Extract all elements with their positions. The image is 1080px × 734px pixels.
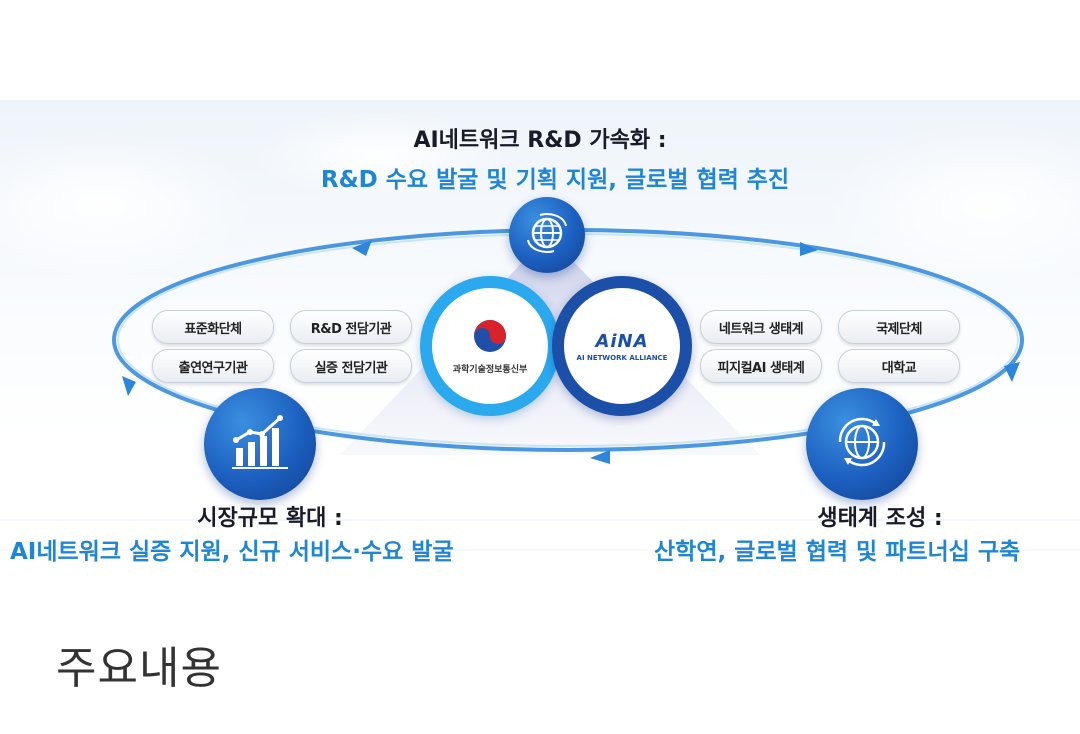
pill-physical-ai-ecosystem: 피지컬AI 생태계: [700, 349, 822, 383]
left-heading-title: 시장규모 확대 :: [197, 506, 343, 531]
pill-rnd-agency: R&D 전담기관: [290, 310, 412, 344]
msit-logo-text: 과학기술정보통신부: [452, 364, 528, 375]
pill-international-body: 국제단체: [838, 310, 960, 344]
orbit-arrow: [122, 376, 136, 396]
pill-university: 대학교: [838, 349, 960, 383]
korea-taeguk-logo-icon: [472, 318, 508, 358]
right-heading-title: 생태계 조성 :: [817, 506, 943, 531]
aina-ring: AiNA AI NETWORK ALLIANCE: [552, 276, 692, 416]
pill-network-ecosystem: 네트워크 생태계: [700, 310, 822, 344]
cloud-decoration: [0, 130, 260, 280]
top-heading-title: AI네트워크 R&D 가속화 :: [413, 128, 667, 153]
orbit-arrow: [352, 240, 372, 256]
top-heading-subtitle: R&D 수요 발굴 및 기획 지원, 글로벌 협력 추진: [320, 167, 790, 193]
cloud-decoration: [820, 120, 1080, 290]
orbit-arrow: [590, 450, 610, 464]
orbit-arrow: [1004, 362, 1020, 382]
bar-chart-growth-icon: [228, 412, 292, 476]
ecosystem-diagram: AI네트워크 R&D 가속화 : R&D 수요 발굴 및 기획 지원, 글로벌 …: [0, 100, 1080, 580]
pill-standardization-body: 표준화단체: [152, 310, 274, 344]
left-badge: [204, 388, 316, 500]
globe-network-icon: [524, 210, 570, 260]
orbit-arrow: [800, 242, 818, 256]
msit-ring: 과학기술정보통신부: [420, 276, 560, 416]
right-heading-subtitle: 산학연, 글로벌 협력 및 파트너십 구축: [654, 539, 1021, 565]
pill-research-institute: 출연연구기관: [152, 349, 274, 383]
cloud-decoration: [250, 110, 510, 200]
left-heading-subtitle: AI네트워크 실증 지원, 신규 서비스·수요 발굴: [10, 539, 454, 565]
right-badge: [806, 388, 918, 500]
globe-refresh-icon: [830, 410, 894, 478]
aina-logo-text: AiNA: [595, 330, 649, 352]
top-badge: [509, 197, 585, 273]
aina-tagline: AI NETWORK ALLIANCE: [576, 353, 668, 362]
pill-demonstration-agency: 실증 전담기관: [290, 349, 412, 383]
section-title: 주요내용: [56, 643, 222, 694]
